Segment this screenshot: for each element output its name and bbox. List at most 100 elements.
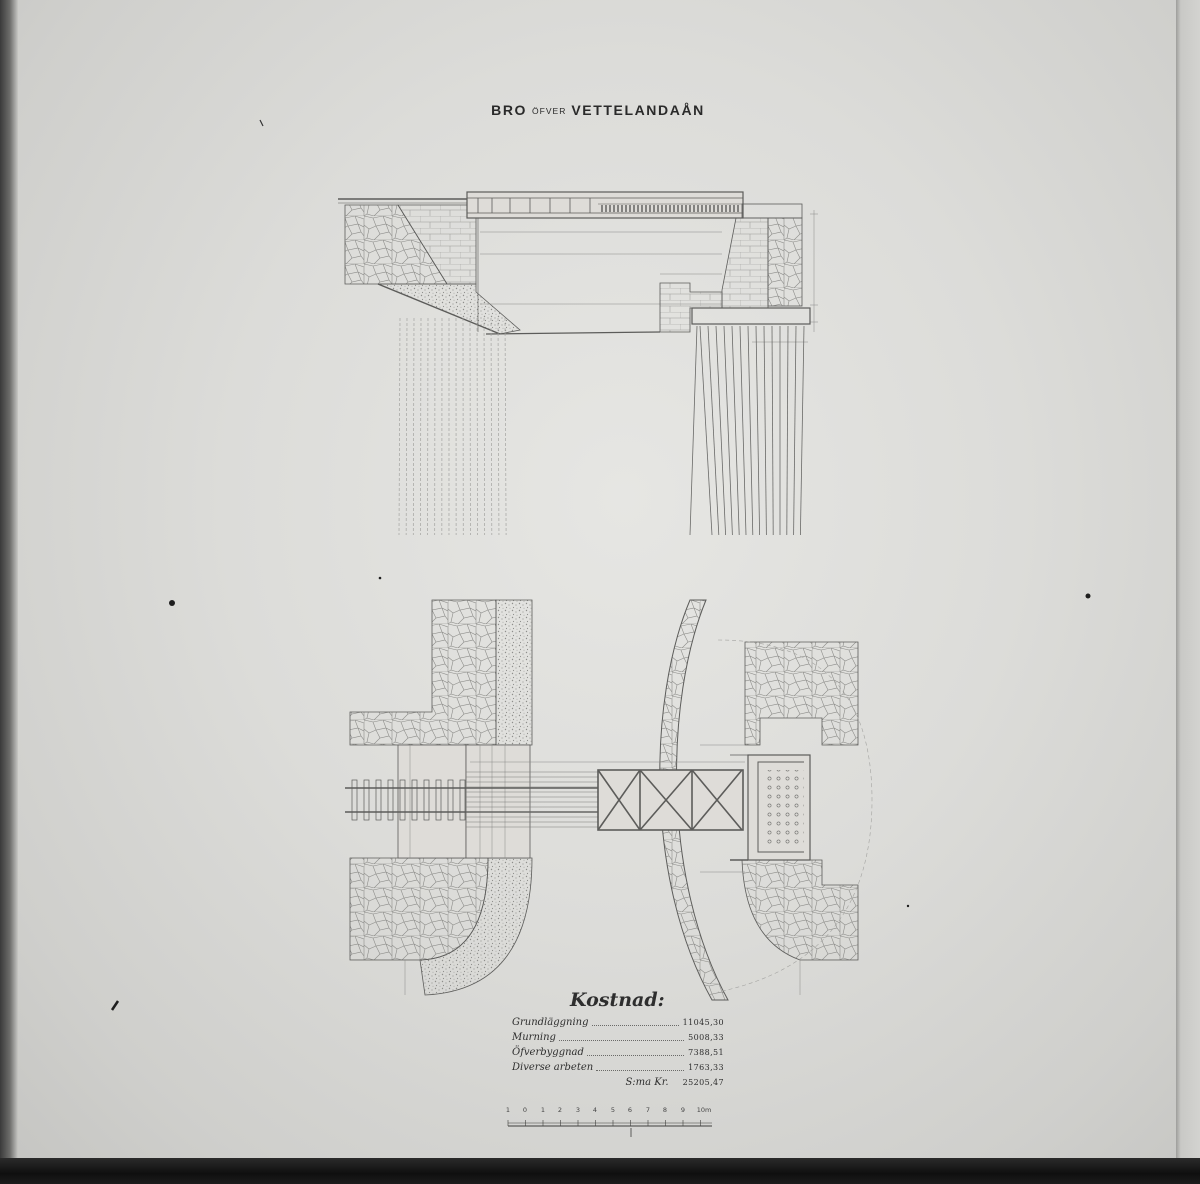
- cost-heading: Kostnad:: [570, 989, 665, 1011]
- cost-row: Diverse arbeten 1763,33: [512, 1059, 724, 1074]
- stain-mark: [906, 904, 910, 908]
- cost-label: Grundläggning: [512, 1017, 589, 1028]
- left-upper-wing-wall: [349, 599, 497, 746]
- elevation-view: [338, 191, 818, 536]
- pile: [731, 325, 740, 536]
- left-upper-gravel: [495, 599, 533, 746]
- right-pile-group: [689, 325, 805, 536]
- pile: [755, 325, 760, 536]
- title-ofver: ÖFVER: [532, 106, 567, 116]
- cost-label: Diverse arbeten: [512, 1062, 594, 1073]
- pile: [707, 325, 720, 536]
- sleeper: [375, 779, 382, 821]
- pile: [497, 317, 500, 536]
- scale-label: 1: [505, 1106, 511, 1114]
- cost-row: Murning 5008,33: [512, 1029, 724, 1044]
- scale-label: 9: [680, 1106, 686, 1114]
- pile: [412, 317, 415, 536]
- scale-label: 4: [592, 1106, 598, 1114]
- right-upper-wing-wall: [744, 641, 859, 746]
- river-bank-revetment: [659, 599, 729, 1001]
- cost-table: Kostnad: Grundläggning 11045,30 Murning …: [512, 986, 724, 1089]
- title-bro: BRO: [491, 102, 528, 118]
- cost-amount: 5008,33: [688, 1033, 724, 1042]
- right-embankment-outline: [717, 639, 873, 993]
- dotted-leader: [596, 1070, 685, 1071]
- sleeper: [399, 779, 406, 821]
- right-abutment-piles-plan: [766, 770, 804, 846]
- bridge-superstructure: [466, 191, 744, 219]
- pile: [771, 325, 774, 536]
- dotted-leader: [591, 1025, 679, 1026]
- sleeper: [351, 779, 358, 821]
- stain-marks: [110, 119, 1091, 1011]
- cost-total-row: S:ma Kr. 25205,47: [512, 1074, 724, 1089]
- left-embankment-slope: [377, 283, 521, 335]
- pile: [715, 325, 726, 536]
- pile: [739, 325, 747, 536]
- dotted-leader: [586, 1055, 685, 1056]
- scale-label: 1: [540, 1106, 546, 1114]
- truss-span-plan: [597, 769, 744, 831]
- pile: [483, 317, 486, 536]
- sleeper: [423, 779, 430, 821]
- stain-mark: [1085, 593, 1091, 599]
- left-abutment-lines: [409, 745, 506, 858]
- sleeper: [363, 779, 370, 821]
- cost-amount: 11045,30: [682, 1018, 724, 1027]
- pile: [490, 317, 493, 536]
- pile: [800, 325, 805, 536]
- photo-left-edge: [0, 0, 18, 1160]
- cost-label: Öfverbyggnad: [512, 1047, 584, 1058]
- pile: [476, 317, 478, 536]
- stain-mark: [378, 576, 382, 580]
- pile: [763, 325, 767, 536]
- right-abutment-ashlar: [721, 217, 769, 309]
- left-pile-group: [398, 317, 507, 536]
- cost-amount: 1763,33: [688, 1063, 724, 1072]
- pile: [786, 325, 789, 536]
- pile-batter-line: [689, 325, 698, 536]
- river-bed-line: [485, 331, 661, 335]
- photo-bottom-border: [0, 1158, 1200, 1184]
- sleeper: [387, 779, 394, 821]
- pile: [420, 317, 422, 536]
- scale-label: 3: [575, 1106, 581, 1114]
- right-lower-wing-wall: [741, 859, 859, 961]
- left-lower-gravel: [419, 857, 533, 996]
- scale-label: 2: [557, 1106, 563, 1114]
- stain-mark: [259, 119, 264, 127]
- pile: [398, 317, 401, 536]
- cost-label: Murning: [512, 1032, 556, 1043]
- cost-amount: 7388,51: [688, 1048, 724, 1057]
- scale-label: 5: [610, 1106, 616, 1114]
- scale-label: 10m: [696, 1106, 712, 1114]
- pile: [504, 317, 507, 536]
- pile: [699, 325, 713, 536]
- right-abutment-inner-wall: [757, 761, 804, 853]
- scale-label: 7: [645, 1106, 651, 1114]
- right-bearing-block: [741, 203, 803, 219]
- stain-mark: [110, 1000, 120, 1011]
- cost-total-label: S:ma Kr.: [625, 1077, 669, 1088]
- right-foundation-platform: [691, 307, 811, 325]
- stain-mark: [169, 600, 175, 606]
- pile: [793, 325, 797, 536]
- plan-dimension-lines: [404, 744, 801, 995]
- cost-row: Grundläggning 11045,30: [512, 1014, 724, 1029]
- dotted-leader: [558, 1040, 685, 1041]
- sleeper: [411, 779, 418, 821]
- title-river-name: VETTELANDAÅN: [571, 102, 705, 118]
- plan-view: [345, 599, 873, 1001]
- pile: [747, 325, 754, 536]
- photo-right-edge: [1176, 0, 1200, 1160]
- drawing-title: BRO ÖFVER VETTELANDAÅN: [0, 102, 1196, 120]
- pile: [723, 325, 733, 536]
- scale-bar-labels: 1 0 1 2 3 4 5 6 7 8 9 10m: [500, 1106, 730, 1136]
- pile: [405, 317, 408, 536]
- scale-label: 8: [662, 1106, 668, 1114]
- scale-label: 0: [522, 1106, 528, 1114]
- scale-bar: [507, 1120, 712, 1137]
- right-abutment-backfill: [767, 217, 803, 307]
